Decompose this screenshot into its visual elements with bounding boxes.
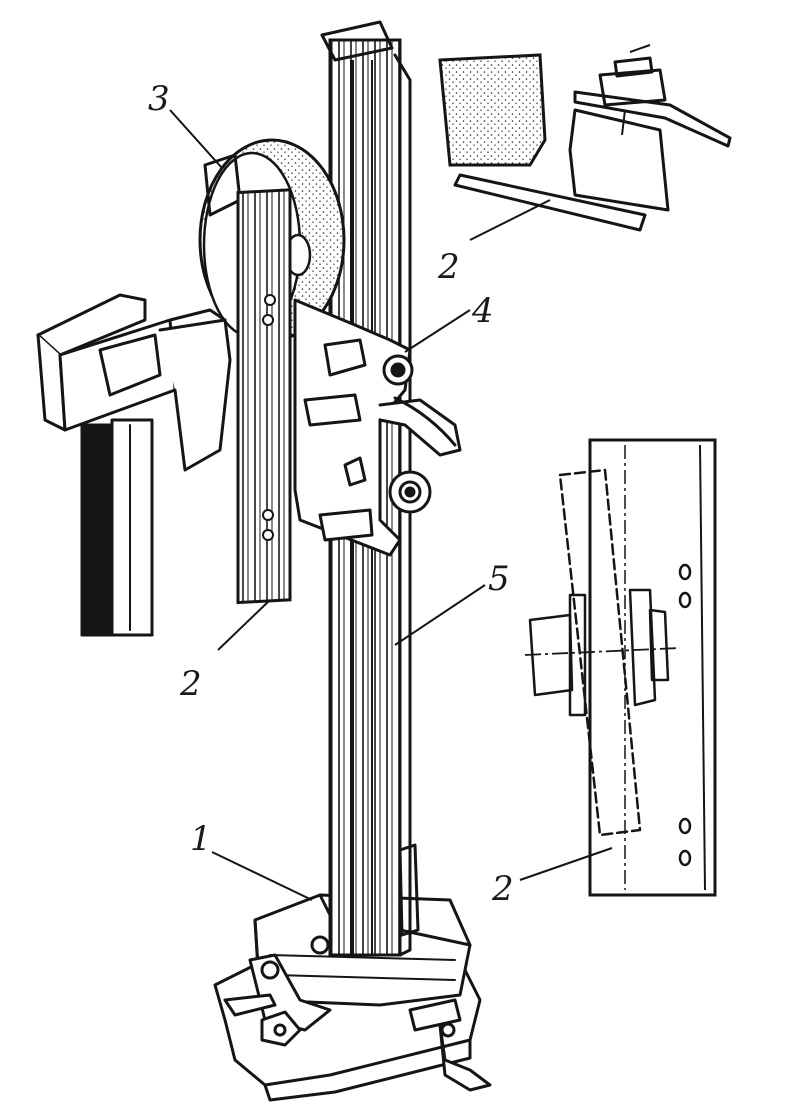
label-part-3: 3	[148, 79, 170, 119]
label-part-2-side-detail: 2	[491, 869, 514, 909]
side-detail-inset	[524, 438, 717, 897]
leader-2-main	[217, 599, 271, 651]
carriage-clamp	[293, 298, 462, 557]
leader-5	[394, 584, 486, 646]
leader-4	[404, 309, 471, 353]
top-detail-inset	[438, 44, 732, 232]
label-part-5: 5	[488, 559, 510, 599]
support-bracket	[36, 293, 232, 637]
leader-1	[211, 851, 313, 901]
leader-2-top	[469, 199, 551, 241]
leader-lines	[169, 109, 613, 901]
leader-2-side	[519, 847, 613, 881]
guide-plate	[236, 188, 292, 605]
label-part-2-top-detail: 2	[437, 247, 460, 287]
leader-3	[169, 109, 223, 169]
label-part-1: 1	[190, 819, 212, 859]
label-part-4: 4	[471, 291, 494, 331]
label-part-2-main: 2	[179, 664, 202, 704]
